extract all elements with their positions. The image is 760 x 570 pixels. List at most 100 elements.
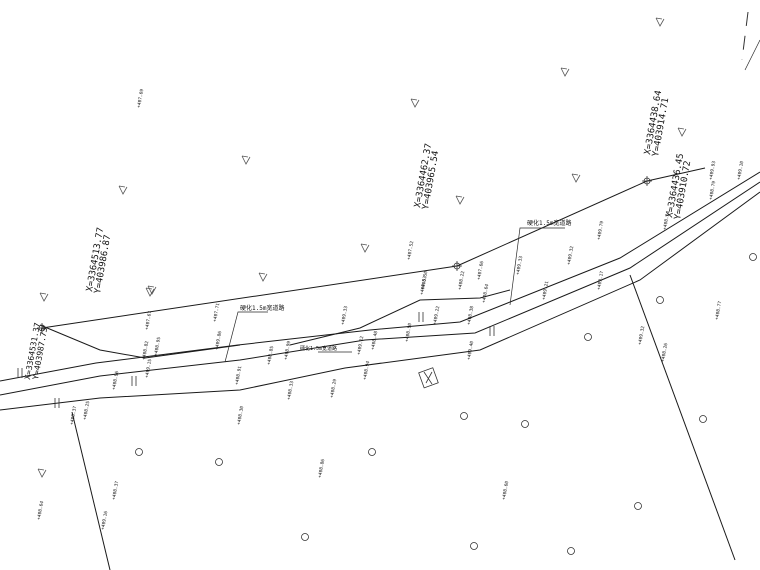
elevation-label: +409.12 [356,335,365,355]
elevation-label: +408.60 [501,480,510,500]
elevation-labels: +407.69+407.52+407.71+407.67+409.53+408.… [36,88,745,530]
elevation-label: +408.26 [660,342,669,362]
elevation-label: +409.79 [596,220,605,240]
circle-symbol [470,542,478,550]
elevation-label: +408.64 [36,500,45,520]
traverse-line-1 [41,265,458,329]
traverse-lines [41,167,706,363]
elevation-label: +409.93 [708,160,717,180]
control-point-2 [452,261,462,271]
grass-icon [145,287,155,297]
elevation-label: +409.10 [736,160,745,180]
elevation-label: +408.22 [457,270,466,290]
elevation-label: +409.40 [466,340,475,360]
grass-icon [571,173,581,183]
elevation-label: +408.79 [708,180,717,200]
elevation-label: +408.37 [111,480,120,500]
elevation-label: +408.24 [662,210,671,230]
circle-symbol [301,533,309,541]
ditch-line-right [629,274,736,561]
elevation-label: +408.25 [82,400,91,420]
grass-icon [37,468,47,478]
road-leader-2 [224,311,268,363]
elevation-label: +407.52 [406,240,415,260]
control-point-3 [642,176,652,186]
circle-symbol [135,448,143,456]
elevation-label: +409.86 [214,330,223,350]
grass-icon [39,292,49,302]
elevation-label: +408.82 [141,340,150,360]
elevation-label: +409.33 [515,255,524,275]
elevation-label: +408.38 [466,305,475,325]
elevation-label: +407.69 [136,88,145,108]
circle-symbol [460,412,468,420]
control-point-markers [37,176,652,333]
grass-icon [258,272,268,282]
elevation-label: +409.32 [637,325,646,345]
elevation-label: +409.15 [144,358,153,378]
circle-symbol [699,415,707,423]
elevation-label: +408.85 [266,345,275,365]
road-edge-2 [0,181,760,396]
elevation-label: +408.29 [329,378,338,398]
elevation-label: +407.66 [476,260,485,280]
road-leader-1 [509,227,565,306]
road-label-2: 硬化1.5m宽道路 [240,304,284,312]
grass-icon [560,67,570,77]
elevation-label: +408.86 [317,458,326,478]
elevation-label: +408.30 [236,405,245,425]
circle-symbol [521,420,529,428]
road-edge-3 [0,191,760,411]
grass-icon [118,185,128,195]
boxed-marker [418,367,439,389]
elevation-label: +409.53 [419,275,428,295]
elevation-label: +409.32 [566,245,575,265]
elevation-label: +408.33 [286,380,295,400]
elevation-label: +409.17 [596,270,605,290]
elevation-label: +409.21 [541,280,550,300]
elevation-label: +408.64 [481,283,490,303]
circle-symbol [567,547,575,555]
circle-symbol [749,253,757,261]
circle-symbol [215,458,223,466]
elevation-label: +409.22 [432,305,441,325]
elevation-label: +408.95 [153,336,162,356]
elevation-label: +408.77 [714,300,723,320]
road-label-1: 硬化1.5m宽道路 [527,219,571,227]
culvert-symbols [17,312,495,408]
circle-symbol [634,502,642,510]
road-edge-outer [39,324,241,359]
road-band [0,171,760,411]
grass-icon [241,155,251,165]
road-shoulder [289,289,511,346]
circle-symbol [368,448,376,456]
elevation-label: +409.16 [100,510,109,530]
circle-symbols [135,253,757,555]
grass-icon [677,127,687,137]
grass-icon [655,17,665,27]
vegetation-symbols [37,17,687,478]
elevation-label: +408.48 [370,330,379,350]
grass-icon [360,243,370,253]
road-edge-1 [0,171,760,382]
boundary-dashed-line [741,11,749,61]
elevation-label: +407.67 [144,310,153,330]
grass-icon [455,195,465,205]
elevation-label: +408.99 [283,340,292,360]
elevation-label: +408.90 [404,322,413,342]
road-label-3: 硬化1.5m宽道路 [300,345,337,352]
elevation-label: +408.50 [420,270,429,290]
circle-symbol [584,333,592,341]
control-point-1 [37,323,47,333]
traverse-line-3 [646,167,706,182]
traverse-line-2 [456,180,648,267]
boundary-line [744,39,760,71]
elevation-label: +408.96 [111,370,120,390]
elevation-label: +409.33 [340,305,349,325]
elevation-label: +408.91 [234,365,243,385]
elevation-label: +408.94 [362,360,371,380]
circle-symbol [656,296,664,304]
elevation-label: +408.37 [69,405,78,425]
elevation-label: +407.71 [212,302,221,322]
